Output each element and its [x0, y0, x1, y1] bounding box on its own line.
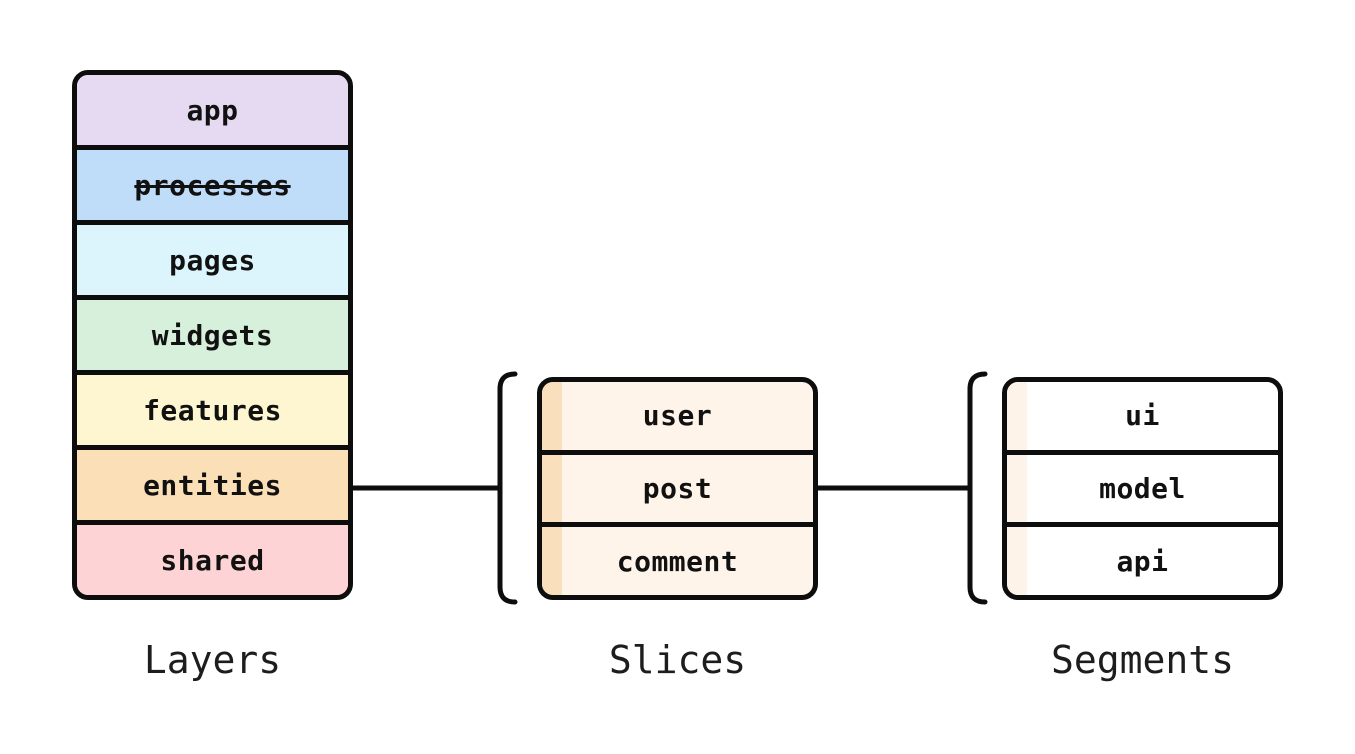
segments-accent-stripe: [1007, 382, 1027, 595]
layer-label-widgets: widgets: [151, 318, 274, 352]
slices-bracket-icon: [497, 371, 518, 605]
slices-rows: user post comment: [542, 382, 813, 595]
slice-label-user: user: [642, 399, 713, 433]
segments-rows: ui model api: [1007, 382, 1278, 595]
segment-row-model: model: [1007, 449, 1278, 523]
layer-row-shared: shared: [77, 520, 348, 595]
layer-label-pages: pages: [169, 243, 256, 277]
layer-row-pages: pages: [77, 220, 348, 295]
layer-label-processes: processes: [134, 168, 291, 202]
segment-row-api: api: [1007, 522, 1278, 595]
segments-box: ui model api: [1002, 377, 1283, 600]
slice-label-comment: comment: [616, 544, 739, 578]
slice-row-user: user: [542, 382, 813, 450]
layers-caption: Layers: [143, 638, 282, 682]
layer-row-features: features: [77, 370, 348, 445]
layer-label-shared: shared: [160, 543, 265, 577]
layer-label-features: features: [143, 393, 282, 427]
slices-box: user post comment: [537, 377, 818, 600]
slice-row-comment: comment: [542, 522, 813, 595]
layer-row-processes: processes: [77, 145, 348, 220]
layer-row-app: app: [77, 75, 348, 145]
segment-label-ui: ui: [1125, 399, 1160, 433]
layer-label-entities: entities: [143, 468, 282, 502]
layer-label-app: app: [186, 93, 239, 127]
segment-label-model: model: [1099, 472, 1186, 505]
slices-accent-stripe: [542, 382, 562, 595]
segments-bracket-icon: [967, 371, 988, 605]
slices-caption: Slices: [608, 638, 747, 682]
layer-row-widgets: widgets: [77, 295, 348, 370]
segments-caption: Segments: [1050, 638, 1235, 682]
slice-row-post: post: [542, 449, 813, 523]
slice-label-post: post: [642, 472, 713, 505]
layer-row-entities: entities: [77, 445, 348, 520]
segment-label-api: api: [1116, 544, 1169, 578]
layers-stack: app processes pages widgets features ent…: [72, 70, 353, 600]
segment-row-ui: ui: [1007, 382, 1278, 450]
